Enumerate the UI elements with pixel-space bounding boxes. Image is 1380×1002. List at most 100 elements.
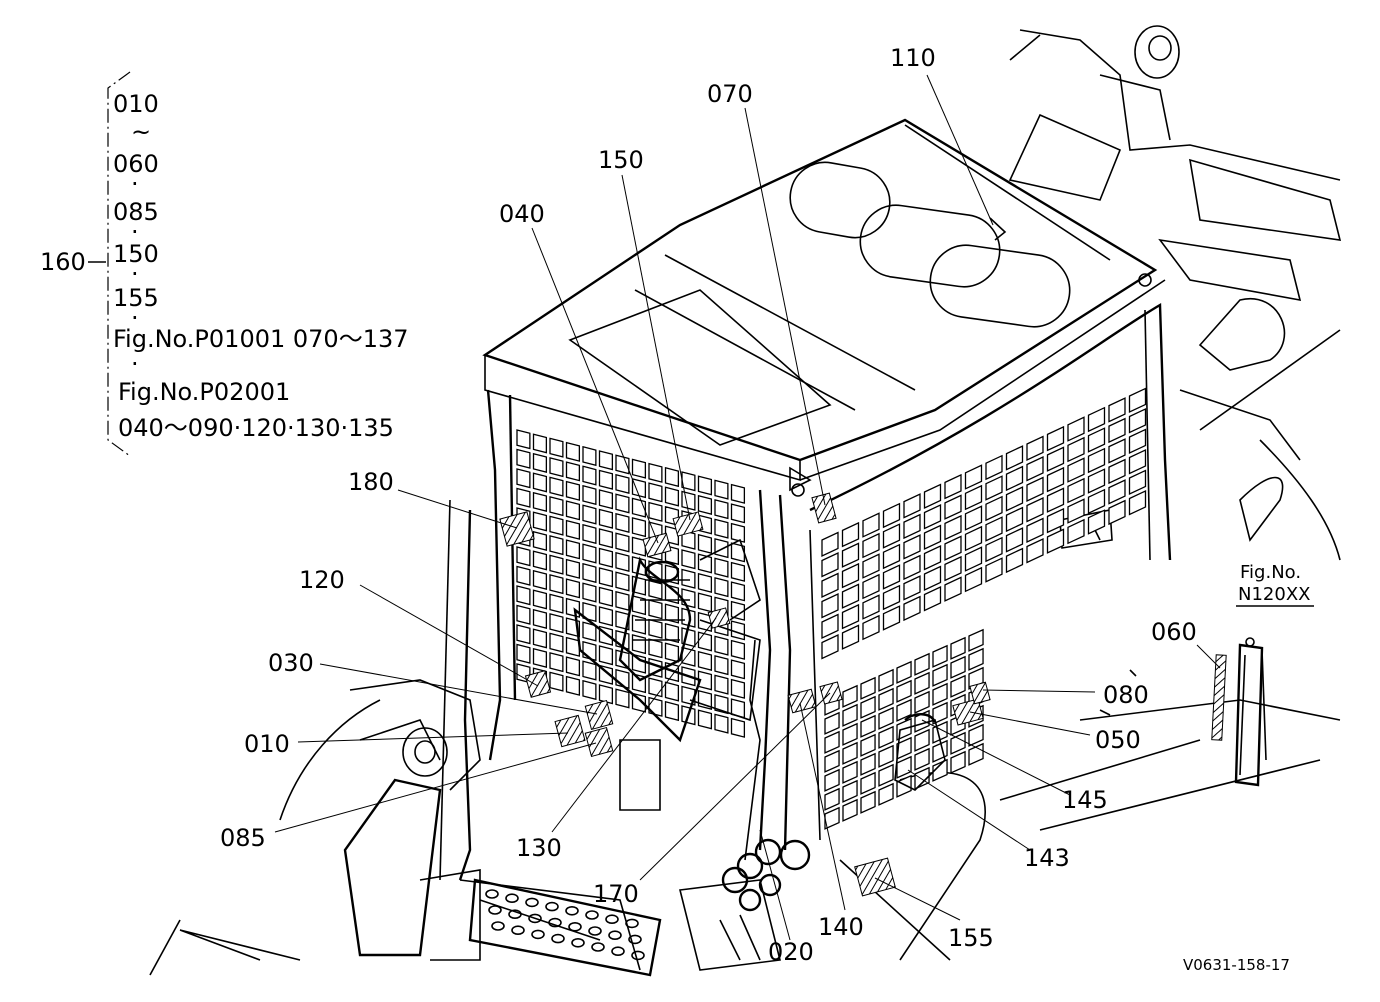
mesh-cell bbox=[1108, 417, 1126, 444]
mesh-cell bbox=[932, 682, 948, 706]
inset-part-060 bbox=[1211, 637, 1267, 787]
mesh-cell bbox=[582, 601, 597, 623]
mesh-cell bbox=[860, 771, 876, 795]
decal-labels bbox=[499, 217, 1007, 897]
mesh-cell bbox=[565, 539, 581, 560]
mesh-cell bbox=[598, 508, 614, 529]
mesh-cell bbox=[730, 561, 746, 582]
callout-030: 030 bbox=[268, 649, 314, 677]
mesh-cell bbox=[516, 604, 531, 625]
mesh-cell bbox=[903, 493, 921, 519]
mesh-cell bbox=[631, 478, 647, 499]
mesh-cell bbox=[860, 733, 876, 757]
mesh-cell bbox=[730, 600, 746, 621]
callout-145: 145 bbox=[1062, 786, 1108, 814]
leader-070 bbox=[744, 107, 826, 506]
mesh-cell bbox=[882, 605, 901, 631]
mesh-cell bbox=[860, 714, 876, 738]
mesh-cell bbox=[878, 725, 894, 749]
mesh-cell bbox=[664, 681, 680, 702]
decal-040 bbox=[642, 532, 672, 558]
mesh-cell bbox=[565, 636, 581, 657]
mesh-cell bbox=[1087, 509, 1106, 535]
mesh-cell bbox=[821, 531, 839, 558]
callout-085: 085 bbox=[220, 824, 266, 852]
mesh-cell bbox=[532, 511, 548, 532]
legend-line-3: 060 bbox=[113, 150, 159, 178]
step-plate-hole bbox=[551, 933, 565, 944]
mesh-cell bbox=[697, 631, 713, 652]
decal-010 bbox=[554, 714, 586, 748]
mesh-cell bbox=[565, 441, 581, 462]
mesh-cell bbox=[516, 624, 531, 645]
leader-050 bbox=[969, 711, 1091, 736]
step-plate-hole bbox=[568, 921, 582, 932]
mesh-cell bbox=[824, 806, 840, 830]
mesh-cell bbox=[532, 589, 548, 610]
side-screen-mesh bbox=[821, 387, 1147, 660]
mesh-cell bbox=[1067, 436, 1085, 463]
mesh-cell bbox=[697, 709, 713, 730]
mesh-cell bbox=[648, 462, 663, 483]
mesh-cell bbox=[944, 494, 962, 520]
panel-143 bbox=[894, 719, 946, 791]
mesh-cell bbox=[842, 703, 858, 727]
mesh-cell bbox=[944, 555, 962, 582]
callout-080: 080 bbox=[1103, 681, 1149, 709]
mesh-cell bbox=[532, 647, 548, 669]
leader-180 bbox=[397, 489, 518, 529]
mesh-cell bbox=[964, 546, 983, 572]
mesh-cell bbox=[896, 774, 912, 798]
mesh-cell bbox=[664, 583, 680, 605]
mesh-cell bbox=[914, 690, 930, 714]
mesh-cell bbox=[565, 480, 581, 501]
mesh-cell bbox=[582, 679, 597, 701]
mesh-cell bbox=[615, 493, 630, 514]
mesh-cell bbox=[1128, 489, 1147, 516]
mesh-cell bbox=[681, 607, 696, 628]
leader-lines bbox=[274, 74, 1221, 941]
mesh-cell bbox=[862, 512, 880, 538]
mesh-cell bbox=[1087, 468, 1106, 494]
mesh-cell bbox=[582, 562, 597, 584]
legend-line-1: 010 bbox=[113, 90, 159, 118]
mesh-cell bbox=[631, 692, 647, 713]
mesh-cell bbox=[1067, 457, 1085, 483]
mesh-cell bbox=[1026, 517, 1044, 544]
mesh-cell bbox=[1087, 427, 1106, 453]
mesh-cell bbox=[923, 544, 942, 571]
callout-143: 143 bbox=[1024, 844, 1070, 872]
mesh-cell bbox=[860, 676, 876, 700]
mesh-cell bbox=[860, 752, 876, 776]
mesh-cell bbox=[549, 515, 564, 536]
mesh-cell bbox=[549, 652, 564, 673]
mesh-cell bbox=[903, 513, 921, 540]
leader-145 bbox=[921, 719, 1071, 796]
mesh-cell bbox=[950, 674, 966, 698]
decal-080 bbox=[969, 681, 991, 705]
mesh-cell bbox=[631, 517, 647, 538]
legend-line-9: 155 bbox=[113, 284, 159, 312]
step-plate bbox=[468, 878, 662, 977]
mesh-cell bbox=[944, 514, 962, 541]
mesh-cell bbox=[681, 646, 696, 667]
decal-155 bbox=[854, 857, 896, 897]
mesh-cell bbox=[1087, 406, 1106, 433]
mesh-cell bbox=[914, 652, 930, 676]
mesh-cell bbox=[824, 730, 840, 754]
mesh-cell bbox=[730, 717, 746, 738]
mesh-cell bbox=[714, 557, 729, 578]
mesh-cell bbox=[730, 542, 746, 563]
mesh-cell bbox=[841, 603, 860, 630]
mesh-cell bbox=[841, 583, 860, 609]
mesh-cell bbox=[714, 674, 729, 695]
mesh-cell bbox=[923, 503, 942, 530]
mesh-cell bbox=[549, 496, 564, 517]
mesh-cell bbox=[565, 578, 581, 599]
mesh-cell bbox=[615, 454, 630, 475]
mesh-cell bbox=[648, 482, 663, 503]
leader-010 bbox=[297, 732, 569, 743]
mesh-cell bbox=[821, 592, 839, 619]
mesh-cell bbox=[730, 522, 746, 543]
step-plate-hole bbox=[488, 905, 502, 915]
